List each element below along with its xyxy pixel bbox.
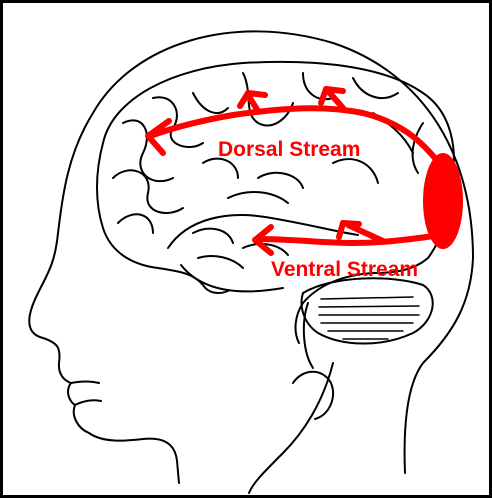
dorsal-branch-1 — [240, 93, 265, 111]
neck-back — [405, 258, 473, 473]
ventral-stream-label: Ventral Stream — [271, 258, 418, 282]
dorsal-stream-label: Dorsal Stream — [218, 138, 360, 162]
lips — [71, 382, 101, 406]
head-drawing — [3, 3, 489, 495]
ventral-stream-path — [258, 235, 441, 243]
brainstem — [304, 303, 313, 368]
neck-front — [249, 363, 333, 493]
frontal-gyri — [113, 93, 228, 233]
brain-outline — [97, 62, 454, 343]
dorsal-branch-2 — [321, 89, 343, 108]
dorsal-arrow-frontal — [148, 121, 169, 153]
